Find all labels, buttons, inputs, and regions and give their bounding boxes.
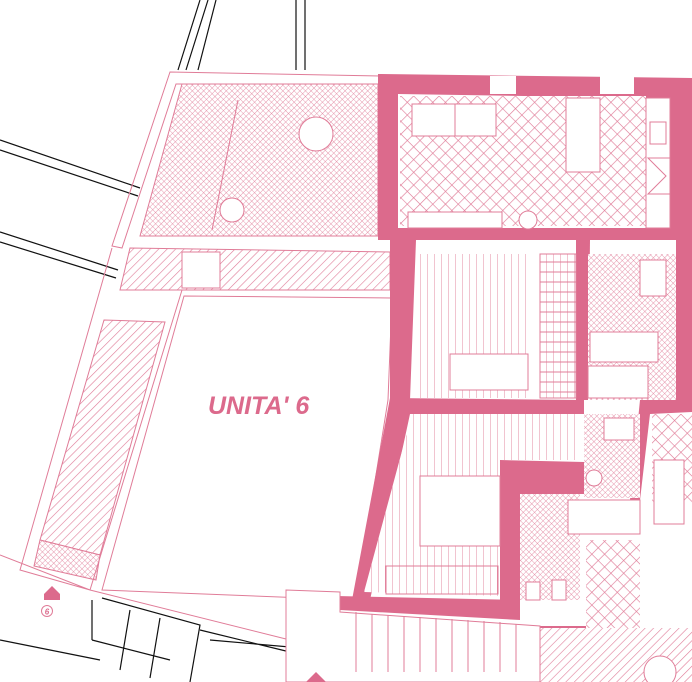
section-marker-number: 6 [45,608,50,617]
terrace [139,83,379,237]
plant [219,197,245,223]
unit-label: UNITA' 6 [208,392,310,420]
section-marker: 6 [41,586,60,617]
round-table [298,116,334,152]
section-arrow-icon [44,586,60,600]
